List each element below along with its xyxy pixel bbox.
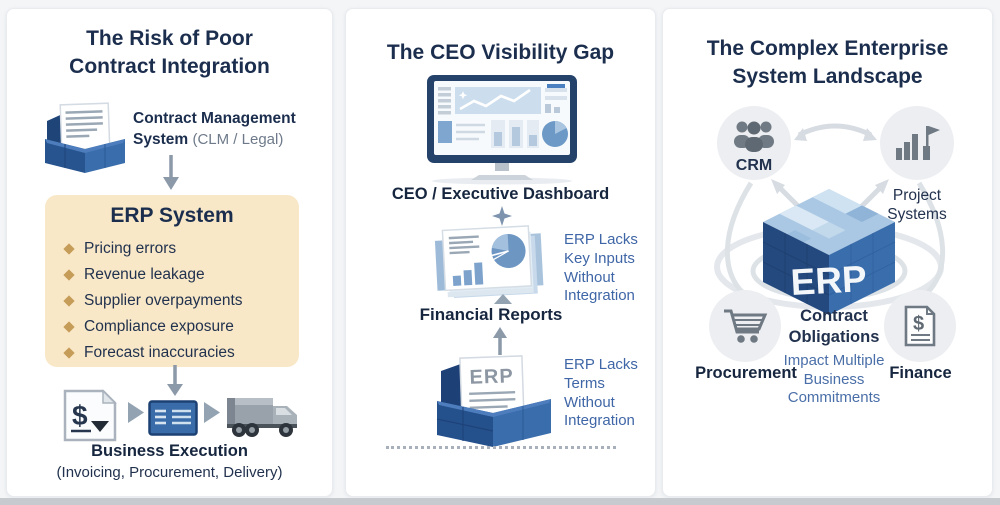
erp-doc-label: ERP	[469, 365, 514, 389]
crm-label: CRM	[735, 157, 773, 174]
diamond-bullet-icon	[63, 321, 75, 333]
report-stack-icon	[434, 225, 544, 298]
panel-risk-of-poor-contract-integration: The Risk of Poor Contract Integration Co…	[6, 8, 333, 497]
note-erp-lacks-terms: ERP Lacks Terms Without Integration	[564, 356, 638, 430]
invoice-icon: $	[63, 389, 117, 442]
finance-node: $	[884, 290, 956, 362]
form-card-icon	[148, 400, 198, 436]
list-item: Revenue leakage	[63, 262, 299, 288]
business-execution-subtitle: (Invoicing, Procurement, Delivery)	[56, 464, 283, 481]
panel1-title: The Risk of Poor Contract Integration	[69, 27, 270, 78]
dollar-glyph: $	[72, 400, 88, 431]
clm-label-suffix: (CLM / Legal)	[192, 130, 284, 148]
project-systems-node	[880, 106, 954, 180]
list-item: Compliance exposure	[63, 314, 299, 340]
arrow-up-icon	[493, 327, 507, 355]
cart-icon	[724, 309, 768, 343]
people-icon	[734, 121, 774, 152]
arrow-down-icon	[167, 365, 183, 396]
center-caption: Contract Obligations Impact Multiple Bus…	[767, 306, 901, 408]
clm-label-line1: Contract Management	[133, 110, 296, 127]
erp-risk-list: Pricing errors Revenue leakage Supplier …	[63, 236, 299, 366]
center-caption-light: Impact Multiple Business Commitments	[783, 351, 885, 407]
arrow-down-icon	[163, 155, 179, 190]
crm-node: CRM	[717, 106, 791, 180]
list-item: Forecast inaccuracies	[63, 340, 299, 366]
dashboard-label: CEO / Executive Dashboard	[391, 185, 610, 203]
procurement-label: Procurement	[695, 364, 797, 382]
erp-cube-icon: ERP	[762, 189, 896, 315]
erp-bin-icon: ERP	[436, 355, 551, 447]
clm-label-line2: System	[133, 130, 189, 148]
arrow-up-small-icon	[494, 294, 512, 304]
arrow-right-icon	[128, 402, 144, 423]
erp-box-title: ERP System	[110, 204, 234, 227]
financial-reports-label: Financial Reports	[419, 305, 563, 324]
note-erp-lacks-key-inputs: ERP Lacks Key Inputs Without Integration	[564, 231, 638, 305]
panel-complex-enterprise-landscape: The Complex Enterprise System Landscape …	[662, 8, 993, 497]
diamond-bullet-icon	[63, 243, 75, 255]
dotted-divider	[386, 446, 616, 449]
diamond-connector-icon	[492, 206, 512, 226]
dollar-glyph: $	[913, 313, 924, 335]
finance-label: Finance	[889, 364, 952, 382]
diamond-bullet-icon	[63, 295, 75, 307]
finance-doc-icon: $	[904, 305, 936, 347]
panel2-title: The CEO Visibility Gap	[386, 41, 615, 64]
page-bottom-edge	[0, 498, 1000, 505]
arrow-right-icon	[204, 402, 220, 423]
bar-flag-icon	[896, 126, 940, 160]
panel-ceo-visibility-gap: The CEO Visibility Gap CEO / Executive D…	[345, 8, 656, 497]
procurement-node	[709, 290, 781, 362]
panel3-title: The Complex Enterprise System Landscape	[706, 37, 949, 88]
diamond-bullet-icon	[63, 347, 75, 359]
truck-icon	[227, 398, 297, 437]
center-caption-bold: Contract Obligations	[788, 307, 880, 347]
list-item: Pricing errors	[63, 236, 299, 262]
erp-system-box: ERP System Pricing errors Revenue leakag…	[45, 195, 299, 367]
clm-label: Contract Management System (CLM / Legal)	[133, 109, 296, 151]
contract-box-icon	[45, 102, 125, 173]
diamond-bullet-icon	[63, 269, 75, 281]
list-item: Supplier overpayments	[63, 288, 299, 314]
erp-cube-label: ERP	[790, 258, 868, 303]
project-systems-label: Project Systems	[887, 187, 947, 224]
business-execution-title: Business Execution	[91, 442, 248, 460]
monitor-dashboard-icon	[427, 75, 577, 185]
